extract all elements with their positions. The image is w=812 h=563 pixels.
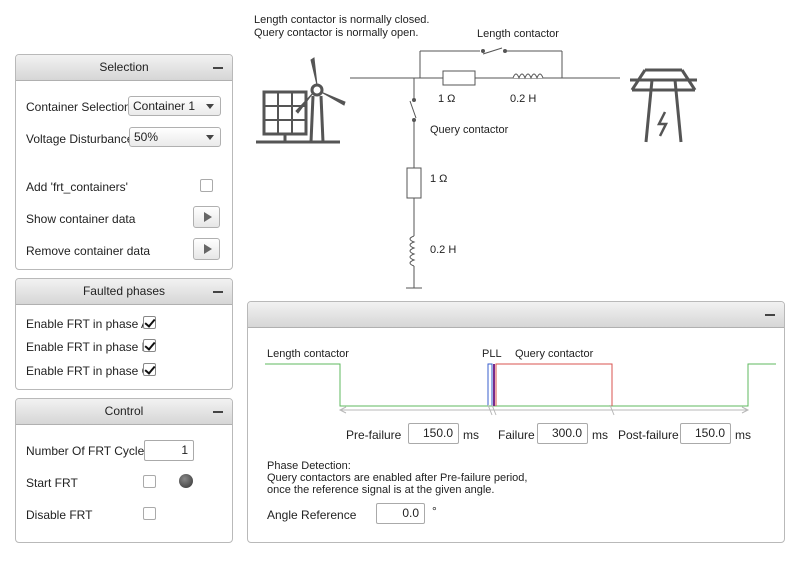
container-selection-dropdown[interactable]: Container 1 xyxy=(128,96,221,116)
timing-diagram xyxy=(265,363,776,416)
show-container-data-button[interactable] xyxy=(193,206,220,228)
selection-panel: Selection Container Selection Container … xyxy=(15,54,233,270)
phase-b-checkbox[interactable] xyxy=(143,339,156,352)
phase-b-label: Enable FRT in phase B xyxy=(26,340,150,354)
angle-reference-label: Angle Reference xyxy=(267,508,357,522)
failure-input[interactable]: 300.0 xyxy=(537,423,588,444)
chevron-down-icon xyxy=(206,135,214,140)
timing-panel: Length contactor PLL Query contactor Pre… xyxy=(247,301,785,543)
query-contactor-trace xyxy=(495,363,613,406)
remove-container-data-button[interactable] xyxy=(193,238,220,260)
failure-label: Failure xyxy=(498,428,535,442)
control-panel: Control Number Of FRT Cycles 1 Start FRT… xyxy=(15,398,233,543)
faulted-phases-panel-header: Faulted phases xyxy=(16,279,232,305)
voltage-disturbance-label: Voltage Disturbance xyxy=(26,132,134,146)
pll-trace xyxy=(487,363,493,406)
series-resistor-label: 1 Ω xyxy=(438,93,456,105)
selection-panel-title: Selection xyxy=(99,60,149,74)
note-query-contactor: Query contactor is normally open. xyxy=(254,27,419,39)
post-failure-label: Post-failure xyxy=(618,428,679,442)
voltage-disturbance-value: 50% xyxy=(134,130,159,144)
series-inductor-label: 0.2 H xyxy=(510,93,537,105)
control-panel-title: Control xyxy=(104,404,144,418)
start-frt-label: Start FRT xyxy=(26,476,78,490)
timing-pll-label: PLL xyxy=(482,348,502,360)
collapse-icon[interactable] xyxy=(213,67,223,69)
collapse-icon[interactable] xyxy=(213,411,223,413)
start-frt-checkbox[interactable] xyxy=(143,475,156,488)
add-frt-containers-checkbox[interactable] xyxy=(200,179,213,192)
note-length-contactor: Length contactor is normally closed. xyxy=(254,14,430,26)
phase-c-checkbox[interactable] xyxy=(143,363,156,376)
post-failure-input[interactable]: 150.0 xyxy=(680,423,731,444)
timing-query-contactor-label: Query contactor xyxy=(515,348,594,360)
container-selection-value: Container 1 xyxy=(133,99,196,113)
phase-c-label: Enable FRT in phase C xyxy=(26,364,151,378)
collapse-icon[interactable] xyxy=(765,314,775,316)
chevron-down-icon xyxy=(206,104,214,109)
container-selection-label: Container Selection xyxy=(26,100,131,114)
add-frt-containers-label: Add 'frt_containers' xyxy=(26,180,128,194)
length-contactor-label: Length contactor xyxy=(477,28,559,40)
disable-frt-label: Disable FRT xyxy=(26,508,93,522)
pre-failure-unit: ms xyxy=(463,428,479,442)
phase-detection-heading: Phase Detection: xyxy=(267,460,351,472)
status-led-icon xyxy=(179,474,193,488)
failure-unit: ms xyxy=(592,428,608,442)
phase-detection-line1: Query contactors are enabled after Pre-f… xyxy=(267,472,528,484)
collapse-icon[interactable] xyxy=(213,291,223,293)
disable-frt-checkbox[interactable] xyxy=(143,507,156,520)
grid-tower-icon xyxy=(630,68,697,143)
show-container-data-label: Show container data xyxy=(26,212,136,226)
frt-cycles-label: Number Of FRT Cycles xyxy=(26,444,151,458)
shunt-resistor-label: 1 Ω xyxy=(430,173,448,185)
post-failure-unit: ms xyxy=(735,428,751,442)
faulted-phases-panel: Faulted phases Enable FRT in phase A Ena… xyxy=(15,278,233,390)
selection-panel-header: Selection xyxy=(16,55,232,81)
pre-failure-label: Pre-failure xyxy=(346,428,402,442)
frt-cycles-input[interactable]: 1 xyxy=(144,440,194,461)
control-panel-header: Control xyxy=(16,399,232,425)
circuit-diagram xyxy=(256,47,697,289)
phase-a-checkbox[interactable] xyxy=(143,316,156,329)
solar-wind-icon xyxy=(256,57,346,144)
phase-detection-line2: once the reference signal is at the give… xyxy=(267,484,495,496)
shunt-inductor-label: 0.2 H xyxy=(430,244,457,256)
length-contactor-trace xyxy=(265,363,776,407)
angle-reference-input[interactable]: 0.0 xyxy=(376,503,425,524)
faulted-phases-panel-title: Faulted phases xyxy=(82,284,166,298)
angle-reference-unit: ° xyxy=(432,504,437,518)
timing-panel-header xyxy=(248,302,784,328)
voltage-disturbance-dropdown[interactable]: 50% xyxy=(129,127,221,147)
timing-length-contactor-label: Length contactor xyxy=(267,348,349,360)
remove-container-data-label: Remove container data xyxy=(26,244,151,258)
pre-failure-input[interactable]: 150.0 xyxy=(408,423,459,444)
phase-a-label: Enable FRT in phase A xyxy=(26,317,149,331)
query-contactor-label: Query contactor xyxy=(430,124,509,136)
